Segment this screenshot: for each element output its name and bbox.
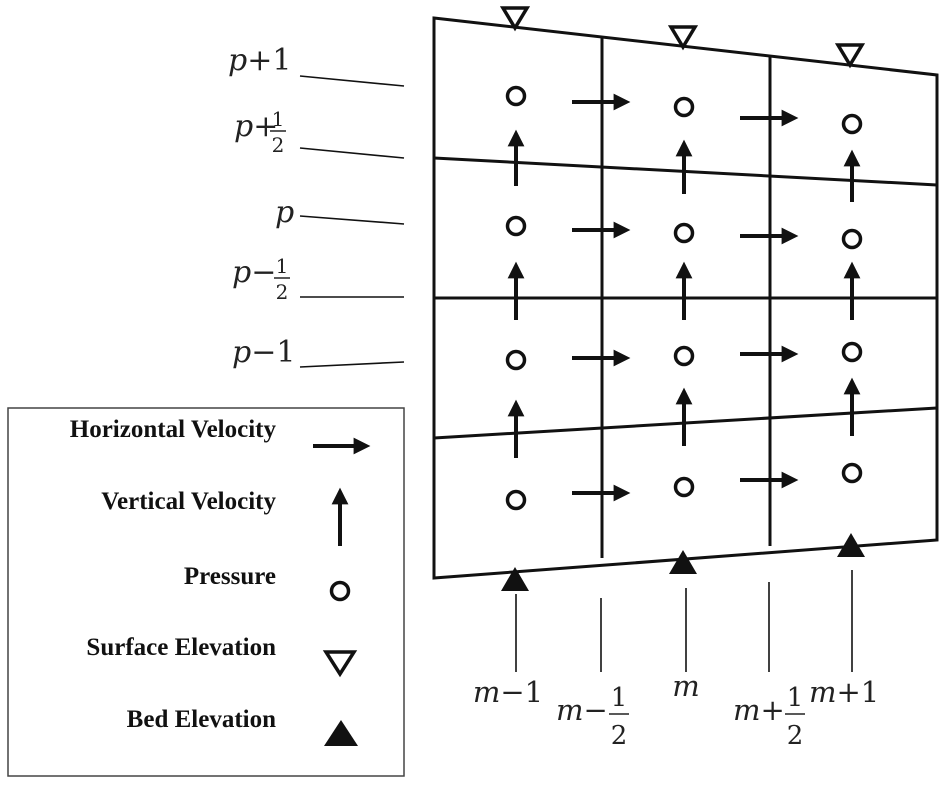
filled-up-triangle-icon	[501, 567, 529, 591]
pressure-icon	[505, 489, 527, 511]
svg-text:1: 1	[611, 683, 628, 713]
leader-line-p	[299, 215, 405, 225]
legend: Horizontal Velocity Vertical Velocity Pr…	[7, 407, 405, 777]
pressure-icon	[673, 476, 695, 498]
pressure-icon	[505, 349, 527, 371]
legend-label-horizontal-velocity: Horizontal Velocity	[70, 416, 277, 443]
leader-line-p-plus-1	[299, 75, 405, 87]
pressure-points	[505, 85, 863, 511]
row-label-p-plus-half: p+ 1 2	[234, 107, 286, 157]
svg-text:1: 1	[787, 683, 804, 713]
legend-label-vertical-velocity: Vertical Velocity	[101, 488, 276, 515]
open-down-triangle-icon	[322, 650, 358, 678]
leader-line-p-minus-1	[299, 361, 405, 368]
svg-text:2: 2	[276, 280, 289, 304]
pressure-icon	[841, 341, 863, 363]
grid-outline	[432, 16, 939, 580]
svg-text:2: 2	[787, 721, 804, 751]
svg-text:2: 2	[272, 133, 285, 157]
column-labels: m−1 m− 1 2 m m+ 1 2 m+1	[473, 669, 879, 751]
pressure-icon	[673, 96, 695, 118]
row-leaders	[299, 75, 405, 368]
pressure-icon	[841, 113, 863, 135]
leader-line-p-plus-half	[299, 147, 405, 159]
horizontal-velocity-arrows	[572, 93, 799, 502]
legend-label-surface-elevation: Surface Elevation	[86, 634, 276, 661]
open-down-triangle-icon	[499, 6, 531, 32]
surface-elevation-points	[499, 6, 866, 69]
svg-text:2: 2	[611, 721, 628, 751]
svg-text:p+: p+	[234, 109, 278, 144]
row-label-p-minus-half: p− 1 2	[232, 254, 290, 304]
filled-up-triangle-icon	[324, 720, 358, 746]
row-label-p-plus-1: p+1	[228, 43, 291, 78]
row-label-p: p	[275, 195, 294, 230]
pressure-icon	[505, 215, 527, 237]
open-down-triangle-icon	[834, 43, 866, 69]
pressure-icon	[505, 85, 527, 107]
col-label-m-minus-half: m− 1 2	[556, 683, 629, 751]
svg-text:m+: m+	[733, 693, 785, 727]
svg-text:1: 1	[272, 107, 285, 131]
pressure-icon	[841, 462, 863, 484]
row-label-p-minus-1: p−1	[232, 335, 295, 370]
open-down-triangle-icon	[667, 25, 699, 51]
row-labels: p+1 p+ 1 2 p p− 1 2 p−1	[228, 43, 295, 370]
col-label-m-plus-half: m+ 1 2	[733, 683, 805, 751]
svg-text:p−: p−	[232, 255, 276, 290]
filled-up-triangle-icon	[669, 550, 697, 574]
legend-label-bed-elevation: Bed Elevation	[127, 706, 276, 733]
col-label-m: m	[672, 669, 700, 703]
col-label-m-minus-1: m−1	[473, 675, 543, 709]
open-circle-icon	[329, 580, 351, 602]
svg-text:1: 1	[276, 254, 289, 278]
bed-elevation-points	[501, 533, 865, 591]
pressure-icon	[841, 228, 863, 250]
vertical-velocity-arrows	[507, 129, 861, 458]
filled-up-triangle-icon	[837, 533, 865, 557]
legend-label-pressure: Pressure	[184, 563, 276, 590]
pressure-icon	[673, 345, 695, 367]
svg-text:m−: m−	[556, 693, 608, 727]
column-leaders	[515, 570, 853, 672]
col-label-m-plus-1: m+1	[809, 675, 879, 709]
pressure-icon	[673, 222, 695, 244]
